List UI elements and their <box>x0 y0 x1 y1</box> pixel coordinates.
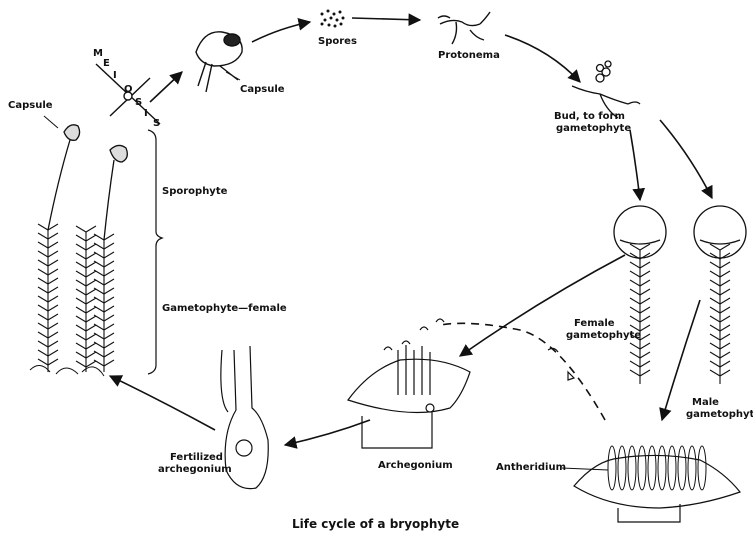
label-bud-line2: gametophyte <box>556 123 631 134</box>
label-antheridium: Antheridium <box>496 462 566 473</box>
label-fertilized-2: archegonium <box>158 464 232 475</box>
moss-plant-with-sporophyte <box>48 125 127 240</box>
meiosis-label-m: M <box>93 48 103 59</box>
label-capsule-left: Capsule <box>8 100 53 111</box>
spores-dots <box>321 10 345 28</box>
label-capsule-top: Capsule <box>240 84 285 95</box>
rhizoids-left <box>30 365 104 376</box>
label-female-gametophyte-1: Female <box>574 318 615 329</box>
gametophyte-leafy-shoots <box>38 224 114 372</box>
arrow-spores-to-protonema <box>352 18 420 20</box>
label-bud-line1: Bud, to form <box>554 111 625 122</box>
meiosis-label-s1: S <box>135 97 142 108</box>
arrow-protonema-to-bud <box>505 35 580 82</box>
label-female-gametophyte-2: gametophyte <box>566 330 641 341</box>
diagram-title: Life cycle of a bryophyte <box>292 517 459 531</box>
label-male-gametophyte-1: Male <box>692 397 719 408</box>
archegonium-drawing <box>348 345 470 448</box>
arrow-archegonium-to-fertilized <box>285 420 370 445</box>
label-fertilized-1: Fertilized <box>170 452 223 463</box>
meiosis-label-s2: S <box>153 118 160 129</box>
arrow-bud-to-female <box>630 130 640 200</box>
label-spores: Spores <box>318 36 357 47</box>
label-protonema: Protonema <box>438 50 500 61</box>
antheridium-drawing <box>574 455 740 522</box>
meiosis-label-i: I <box>113 70 117 81</box>
meiosis-label-o: O <box>124 84 133 95</box>
arrow-fertilized-to-plant <box>110 376 215 430</box>
arrow-bud-to-male <box>660 120 712 198</box>
meiosis-label-e: E <box>103 58 110 69</box>
arrow-capsule-to-spores <box>252 22 310 42</box>
arrow-capsule-to-capsule <box>150 72 182 102</box>
capsule-top-drawing <box>196 32 242 92</box>
stage-bracket <box>148 130 162 374</box>
left-shoot-2-leaf <box>76 226 96 232</box>
label-archegonium: Archegonium <box>378 460 453 471</box>
meiosis-label-i2: I <box>144 108 148 119</box>
label-leader-lines <box>44 72 608 470</box>
label-gametophyte-female: Gametophyte—female <box>162 303 287 314</box>
label-sporophyte: Sporophyte <box>162 186 227 197</box>
bud-drawing <box>572 61 640 118</box>
label-male-gametophyte-2: gametophyte <box>686 409 753 420</box>
protonema-drawing <box>438 12 490 44</box>
